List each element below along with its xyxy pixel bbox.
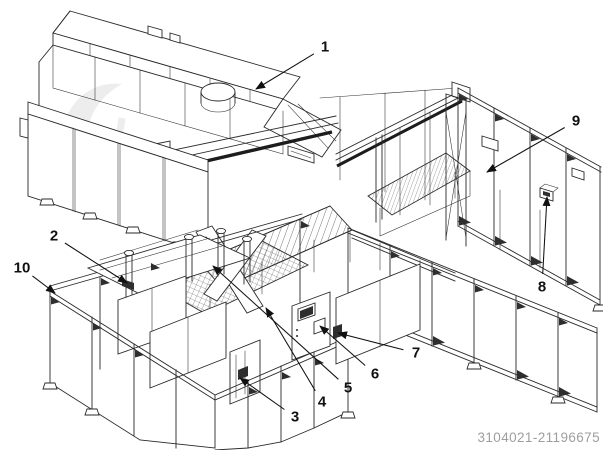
listing-id: 3104021-21196675 bbox=[477, 430, 600, 445]
callout-leader-6 bbox=[319, 325, 366, 366]
safety-fence-near bbox=[347, 227, 598, 413]
callout-label-4: 4 bbox=[318, 394, 327, 411]
callout-leader-7 bbox=[337, 331, 404, 351]
callout-layer: 1 2 3 45 6 7 8 9 10 bbox=[14, 39, 581, 426]
safety-fence-far bbox=[457, 87, 603, 312]
control-cabinet-large bbox=[335, 263, 421, 365]
automation-cell bbox=[42, 213, 356, 450]
callout-label-1: 1 bbox=[321, 39, 329, 56]
callout-leader-5 bbox=[212, 265, 339, 380]
callout-label-3: 3 bbox=[291, 409, 299, 426]
callout-leader-9 bbox=[486, 127, 565, 173]
callout-label-6: 6 bbox=[371, 366, 379, 383]
tilted-loading-table bbox=[367, 152, 471, 237]
fence-interlock-box bbox=[539, 183, 559, 202]
callout-leader-10 bbox=[32, 275, 56, 294]
callout-label-8: 8 bbox=[538, 279, 546, 296]
callout-label-2: 2 bbox=[50, 228, 58, 245]
callout-label-10: 10 bbox=[14, 260, 31, 277]
callout-leader-8 bbox=[542, 196, 551, 275]
callout-leader-1 bbox=[255, 53, 315, 90]
callout-label-7: 7 bbox=[412, 345, 420, 362]
callout-leader-2 bbox=[64, 242, 128, 284]
machine-enclosure bbox=[19, 10, 342, 255]
operator-panel bbox=[291, 291, 331, 361]
callout-leader-3 bbox=[239, 377, 285, 410]
callout-label-5: 5 bbox=[344, 380, 352, 397]
callout-label-9: 9 bbox=[572, 113, 580, 130]
